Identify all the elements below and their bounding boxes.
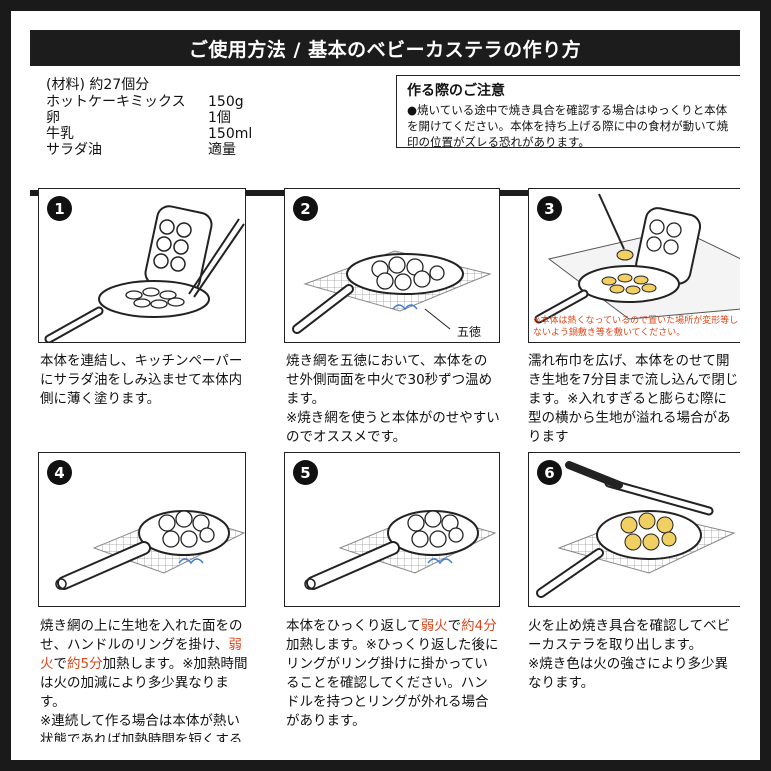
step-number-badge: 1: [47, 196, 72, 221]
step-number-badge: 2: [293, 196, 318, 221]
step4-illustration: 4: [38, 452, 246, 607]
caution-box: 作る際のご注意 ●焼いている途中で焼き具合を確認する場合はゆっくりと本体を開けて…: [396, 75, 740, 149]
heat-side-one-illustration: [55, 510, 245, 590]
grill-net-illustration: [292, 250, 492, 334]
flip-pan-illustration: [304, 510, 497, 590]
step1-illustration: 1: [38, 188, 246, 343]
step-number-badge: 3: [537, 196, 562, 221]
step3-illustration: 3 ※本体は熱くなっているので置いた場所が変形等しないよう鍋敷き等を敷いてくださ…: [528, 188, 740, 343]
material-row: サラダ油適量: [46, 142, 236, 158]
step-number-badge: 4: [47, 460, 72, 485]
pan-oil-illustration: [44, 205, 245, 342]
heat-level-highlight: 弱火: [40, 637, 242, 672]
step2-description: 焼き網を五徳において、本体をのせ外側両面を中火で30秒ずつ温めます。 ※焼き網を…: [286, 353, 500, 445]
materials-heading: (材料) 約27個分: [46, 77, 150, 93]
finished-castella-illustration: [536, 461, 736, 598]
step3-warning: ※本体は熱くなっているので置いた場所が変形等しないよう鍋敷き等を敷いてください。: [533, 316, 739, 338]
step1-description: 本体を連結し、キッチンペーパーにサラダ油をしみ込ませて本体内側に薄く塗ります。: [40, 353, 243, 407]
time-highlight: 約4分: [461, 618, 497, 634]
step-number-badge: 5: [293, 460, 318, 485]
step2-illustration: 2 五徳: [284, 188, 500, 343]
heat-level-highlight: 弱火: [420, 618, 448, 634]
step6-description: 火を止め焼き具合を確認してベビーカステラを取り出します。 ※焼き色は火の強さによ…: [528, 618, 731, 691]
caution-title: 作る際のご注意: [407, 83, 505, 99]
pour-batter-illustration: [534, 193, 740, 324]
instruction-sheet: ご使用方法 / 基本のベビーカステラの作り方 (材料) 約27個分 ホットケーキ…: [30, 30, 740, 742]
page-title: ご使用方法 / 基本のベビーカステラの作り方: [30, 30, 740, 66]
step3-description: 濡れ布巾を広げ、本体をのせて開き生地を7分目まで流し込んで閉じます。※入れすぎる…: [528, 353, 739, 445]
step6-illustration: 6: [528, 452, 740, 607]
step5-illustration: 5: [284, 452, 500, 607]
step-number-badge: 6: [537, 460, 562, 485]
step4-description: 焼き網の上に生地を入れた面をのせ、ハンドルのリングを掛け、弱火で約5分加熱します…: [40, 618, 248, 742]
caution-body: ●焼いている途中で焼き具合を確認する場合はゆっくりと本体を開けてください。本体を…: [407, 103, 729, 149]
step5-description: 本体をひっくり返して弱火で約4分加熱します。※ひっくり返した後にリングがリング掛…: [286, 618, 499, 729]
time-highlight: 約5分: [67, 656, 103, 672]
trivet-label: 五徳: [457, 325, 482, 339]
